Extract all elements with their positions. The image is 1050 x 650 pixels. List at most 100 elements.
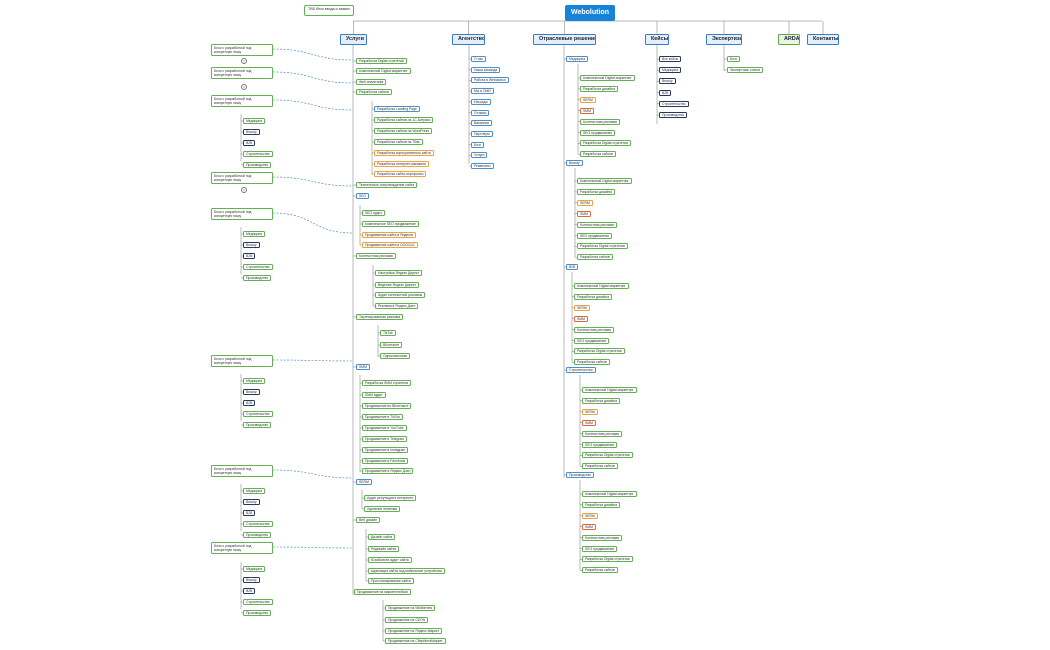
otrasl-item-1-2[interactable]: SERM: [577, 199, 593, 206]
uslugi-item-36[interactable]: SERM: [356, 479, 372, 485]
collapse-marker-icon[interactable]: 1: [241, 187, 247, 193]
niche-sector-4-1[interactable]: Beauty: [243, 577, 260, 583]
uslugi-item-41[interactable]: Редизайн сайта: [368, 546, 399, 552]
uslugi-item-15[interactable]: Продвижение сайта в Яндексе: [362, 232, 417, 238]
uslugi-item-42[interactable]: Юзабилити аудит сайта: [368, 557, 412, 563]
otrasl-item-0-2[interactable]: SERM: [580, 96, 596, 103]
niche-sector-4-4[interactable]: Производство: [243, 610, 272, 616]
uslugi-item-46[interactable]: Продвижение на Wildberries: [385, 605, 436, 611]
otrasl-group-1[interactable]: Beauty: [566, 160, 583, 166]
agency-item-10[interactable]: Реквизиты: [471, 163, 494, 169]
case-item-3[interactable]: B2B: [659, 89, 672, 96]
top-node-0[interactable]: Услуги: [340, 34, 367, 45]
uslugi-item-47[interactable]: Продвижение на OZON: [385, 617, 429, 623]
uslugi-item-49[interactable]: Продвижение на СберМегаМаркет: [385, 638, 446, 644]
case-item-2[interactable]: Beauty: [659, 78, 676, 85]
niche-sector-0-2[interactable]: B2B: [243, 140, 256, 146]
otrasl-item-3-5[interactable]: SEO продвижение: [582, 441, 618, 448]
otrasl-item-4-7[interactable]: Разработка сайтов: [582, 567, 618, 574]
uslugi-item-4[interactable]: Разработка Landing Page: [374, 106, 420, 112]
agency-item-5[interactable]: Отзывы: [471, 109, 490, 116]
uslugi-item-3[interactable]: Разработка сайтов: [356, 89, 392, 95]
top-node-3[interactable]: Кейсы: [645, 34, 669, 45]
otrasl-item-3-7[interactable]: Разработка сайтов: [582, 463, 618, 470]
uslugi-item-2[interactable]: Web аналитика: [356, 79, 387, 85]
otrasl-item-3-3[interactable]: SMM: [582, 419, 596, 426]
uslugi-item-34[interactable]: Продвижение в Facebook: [362, 458, 409, 464]
expertise-item-1[interactable]: Экспертные статьи: [727, 67, 764, 73]
uslugi-item-0[interactable]: Разработка Digital стратегий: [356, 58, 407, 64]
otrasl-item-1-7[interactable]: Разработка сайтов: [577, 254, 613, 261]
uslugi-item-19[interactable]: Ведение Яндекс Директ: [375, 282, 419, 288]
otrasl-item-4-2[interactable]: SERM: [582, 512, 598, 519]
uslugi-item-37[interactable]: Аудит репутации в интернете: [364, 495, 417, 501]
niche-card-2[interactable]: Блок с разработкой под конкретную нишу: [211, 95, 273, 108]
otrasl-item-4-4[interactable]: Контекстная реклама: [582, 534, 622, 541]
otrasl-item-0-7[interactable]: Разработка сайтов: [580, 151, 616, 158]
otrasl-item-0-4[interactable]: Контекстная реклама: [580, 118, 620, 125]
case-item-1[interactable]: Медицина: [659, 67, 682, 74]
uslugi-item-11[interactable]: Техническое сопровождение сайта: [356, 182, 418, 188]
niche-sector-0-0[interactable]: Медицина: [243, 118, 266, 124]
uslugi-item-32[interactable]: Продвижение в Telegram: [362, 436, 408, 442]
otrasl-item-1-6[interactable]: Разработка Digital стратегии: [577, 243, 628, 250]
top-node-6[interactable]: Контакты: [807, 34, 839, 45]
niche-sector-1-1[interactable]: Beauty: [243, 242, 260, 248]
niche-card-6[interactable]: Блок с разработкой под конкретную нишу: [211, 465, 273, 478]
niche-card-4[interactable]: Блок с разработкой под конкретную нишу: [211, 208, 273, 221]
agency-item-8[interactable]: Блог: [471, 141, 485, 148]
otrasl-item-3-0[interactable]: Комплексный Digital маркетинг: [582, 387, 637, 393]
niche-sector-1-4[interactable]: Производство: [243, 275, 272, 281]
agency-item-6[interactable]: Вакансии: [471, 120, 492, 127]
agency-item-4[interactable]: Награды: [471, 98, 491, 105]
otrasl-item-1-0[interactable]: Комплексный Digital маркетинг: [577, 178, 632, 184]
otrasl-group-2[interactable]: B2B: [566, 264, 579, 270]
otrasl-item-1-5[interactable]: SEO продвижение: [577, 232, 613, 239]
uslugi-item-8[interactable]: Разработка корпоративного сайта: [374, 150, 434, 156]
otrasl-item-3-2[interactable]: SERM: [582, 408, 598, 415]
otrasl-item-4-3[interactable]: SMM: [582, 523, 596, 530]
uslugi-item-31[interactable]: Продвижение в YouTube: [362, 425, 407, 431]
top-node-5[interactable]: ARDA: [778, 34, 800, 45]
uslugi-item-38[interactable]: Удаление негатива: [364, 506, 401, 512]
otrasl-item-2-1[interactable]: Разработка дизайна: [574, 293, 612, 300]
uslugi-item-18[interactable]: Настройка Яндекс Директ: [375, 270, 423, 276]
otrasl-item-2-5[interactable]: SEO продвижение: [574, 337, 610, 344]
uslugi-item-17[interactable]: Контекстная реклама: [356, 253, 396, 259]
niche-sector-0-1[interactable]: Beauty: [243, 129, 260, 135]
uslugi-item-26[interactable]: SMM: [356, 364, 370, 370]
agency-item-3[interactable]: Мы в СМИ: [471, 88, 494, 95]
otrasl-item-0-0[interactable]: Комплексный Digital маркетинг: [580, 75, 635, 81]
agency-item-0[interactable]: О нас: [471, 56, 487, 62]
uslugi-item-14[interactable]: Комплексное SEO продвижение: [362, 221, 419, 227]
otrasl-item-3-1[interactable]: Разработка дизайна: [582, 397, 620, 404]
otrasl-item-2-3[interactable]: SMM: [574, 315, 588, 322]
otrasl-item-0-6[interactable]: Разработка Digital стратегии: [580, 140, 631, 147]
uslugi-item-43[interactable]: Адаптация сайта под мобильные устройства: [368, 568, 445, 574]
case-item-5[interactable]: Производство: [659, 112, 688, 118]
otrasl-group-4[interactable]: Производство: [566, 472, 595, 478]
uslugi-item-21[interactable]: Реклама в Яндекс Дзен: [375, 303, 419, 309]
uslugi-item-44[interactable]: Прототипирование сайта: [368, 578, 414, 584]
otrasl-item-4-1[interactable]: Разработка дизайна: [582, 501, 620, 508]
niche-sector-3-3[interactable]: Строительство: [243, 521, 273, 527]
niche-card-7[interactable]: Блок с разработкой под конкретную нишу: [211, 542, 273, 555]
uslugi-item-6[interactable]: Разработка сайтов на WordPress: [374, 128, 433, 134]
uslugi-item-39[interactable]: Веб дизайн: [356, 517, 381, 523]
uslugi-item-23[interactable]: TikTok: [380, 330, 396, 336]
collapse-marker-icon[interactable]: 1: [241, 84, 247, 90]
uslugi-item-30[interactable]: Продвижение в TikTok: [362, 414, 403, 420]
otrasl-item-0-1[interactable]: Разработка дизайна: [580, 85, 618, 92]
niche-sector-4-0[interactable]: Медицина: [243, 566, 266, 572]
otrasl-item-3-6[interactable]: Разработка Digital стратегии: [582, 452, 633, 459]
uslugi-item-10[interactable]: Разработка сайта-портфолио: [374, 171, 427, 177]
uslugi-item-33[interactable]: Продвижение в Instagram: [362, 447, 409, 453]
agency-item-2[interactable]: Работа в Webolution: [471, 77, 509, 84]
niche-sector-3-1[interactable]: Beauty: [243, 499, 260, 505]
uslugi-item-5[interactable]: Разработка сайтов на 1С-Битрикс: [374, 117, 434, 123]
uslugi-item-25[interactable]: Одноклассники: [380, 353, 411, 359]
otrasl-item-0-5[interactable]: SEO продвижение: [580, 129, 616, 136]
otrasl-item-0-3[interactable]: SMM: [580, 107, 594, 114]
niche-sector-3-0[interactable]: Медицина: [243, 488, 266, 494]
uslugi-item-24[interactable]: ВКонтакте: [380, 342, 403, 348]
